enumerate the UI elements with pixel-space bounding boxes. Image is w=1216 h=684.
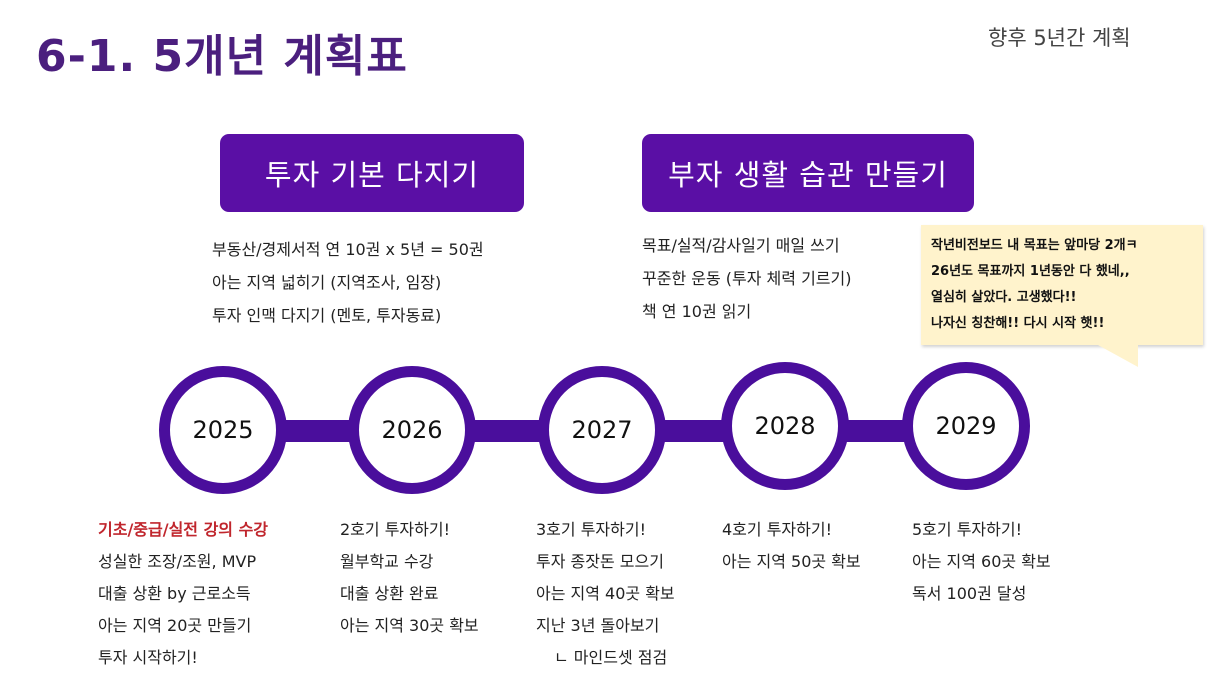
list-item: 꾸준한 운동 (투자 체력 기르기) bbox=[642, 269, 852, 288]
plan-item: 아는 지역 50곳 확보 bbox=[722, 552, 861, 571]
rich-habits-list: 목표/실적/감사일기 매일 쓰기 꾸준한 운동 (투자 체력 기르기) 책 연 … bbox=[642, 229, 851, 328]
note-line: 26년도 목표까지 1년동안 다 했네,, bbox=[931, 264, 1130, 279]
plan-item: ㄴ 마인드셋 점검 bbox=[554, 648, 668, 667]
banner-basic-investing: 투자 기본 다지기 bbox=[220, 134, 524, 212]
list-item: 투자 인맥 다지기 (멘토, 투자동료) bbox=[212, 306, 442, 325]
page-title: 6-1. 5개년 계획표 bbox=[36, 31, 408, 82]
list-item: 목표/실적/감사일기 매일 쓰기 bbox=[642, 236, 840, 255]
plan-item: 3호기 투자하기! bbox=[536, 520, 646, 539]
list-item: 아는 지역 넓히기 (지역조사, 임장) bbox=[212, 273, 442, 292]
list-item: 부동산/경제서적 연 10권 x 5년 = 50권 bbox=[212, 240, 484, 259]
year-circle-2028: 2028 bbox=[721, 362, 849, 490]
plan-item: 대출 상환 완료 bbox=[340, 584, 439, 603]
sticky-note: 작년비전보드 내 목표는 앞마당 2개ㅋ 26년도 목표까지 1년동안 다 했네… bbox=[921, 225, 1203, 345]
plan-2026: 2호기 투자하기! 월부학교 수강 대출 상환 완료 아는 지역 30곳 확보 bbox=[340, 514, 479, 642]
list-item: 책 연 10권 읽기 bbox=[642, 302, 752, 321]
plan-item: 2호기 투자하기! bbox=[340, 520, 450, 539]
plan-item: 아는 지역 20곳 만들기 bbox=[98, 616, 252, 635]
plan-item: 아는 지역 60곳 확보 bbox=[912, 552, 1051, 571]
plan-item: 4호기 투자하기! bbox=[722, 520, 832, 539]
year-circle-2029: 2029 bbox=[902, 362, 1030, 490]
plan-2025: 기초/중급/실전 강의 수강 성실한 조장/조원, MVP 대출 상환 by 근… bbox=[98, 514, 268, 674]
banner-rich-habits: 부자 생활 습관 만들기 bbox=[642, 134, 974, 212]
note-callout-tail bbox=[1098, 345, 1138, 367]
page-subtitle: 향후 5년간 계획 bbox=[988, 26, 1131, 50]
year-circle-2026: 2026 bbox=[348, 366, 476, 494]
basic-investing-list: 부동산/경제서적 연 10권 x 5년 = 50권 아는 지역 넓히기 (지역조… bbox=[212, 233, 484, 332]
plan-item: 대출 상환 by 근로소득 bbox=[98, 584, 251, 603]
year-circle-2027: 2027 bbox=[538, 366, 666, 494]
plan-2029: 5호기 투자하기! 아는 지역 60곳 확보 독서 100권 달성 bbox=[912, 514, 1051, 610]
plan-item-highlight: 기초/중급/실전 강의 수강 bbox=[98, 520, 269, 539]
plan-item: 성실한 조장/조원, MVP bbox=[98, 552, 257, 571]
plan-2028: 4호기 투자하기! 아는 지역 50곳 확보 bbox=[722, 514, 861, 578]
note-line: 작년비전보드 내 목표는 앞마당 2개ㅋ bbox=[931, 238, 1138, 253]
plan-item: 지난 3년 돌아보기 bbox=[536, 616, 660, 635]
plan-item: 아는 지역 40곳 확보 bbox=[536, 584, 675, 603]
note-line: 열심히 살았다. 고생했다!! bbox=[931, 290, 1077, 305]
plan-item: 5호기 투자하기! bbox=[912, 520, 1022, 539]
plan-2027: 3호기 투자하기! 투자 종잣돈 모으기 아는 지역 40곳 확보 지난 3년 … bbox=[536, 514, 675, 674]
plan-item: 아는 지역 30곳 확보 bbox=[340, 616, 479, 635]
plan-item: 투자 종잣돈 모으기 bbox=[536, 552, 664, 571]
plan-item: 독서 100권 달성 bbox=[912, 584, 1027, 603]
note-line: 나자신 칭찬해!! 다시 시작 햇!! bbox=[931, 316, 1105, 331]
plan-item: 투자 시작하기! bbox=[98, 648, 198, 667]
year-circle-2025: 2025 bbox=[159, 366, 287, 494]
plan-item: 월부학교 수강 bbox=[340, 552, 434, 571]
